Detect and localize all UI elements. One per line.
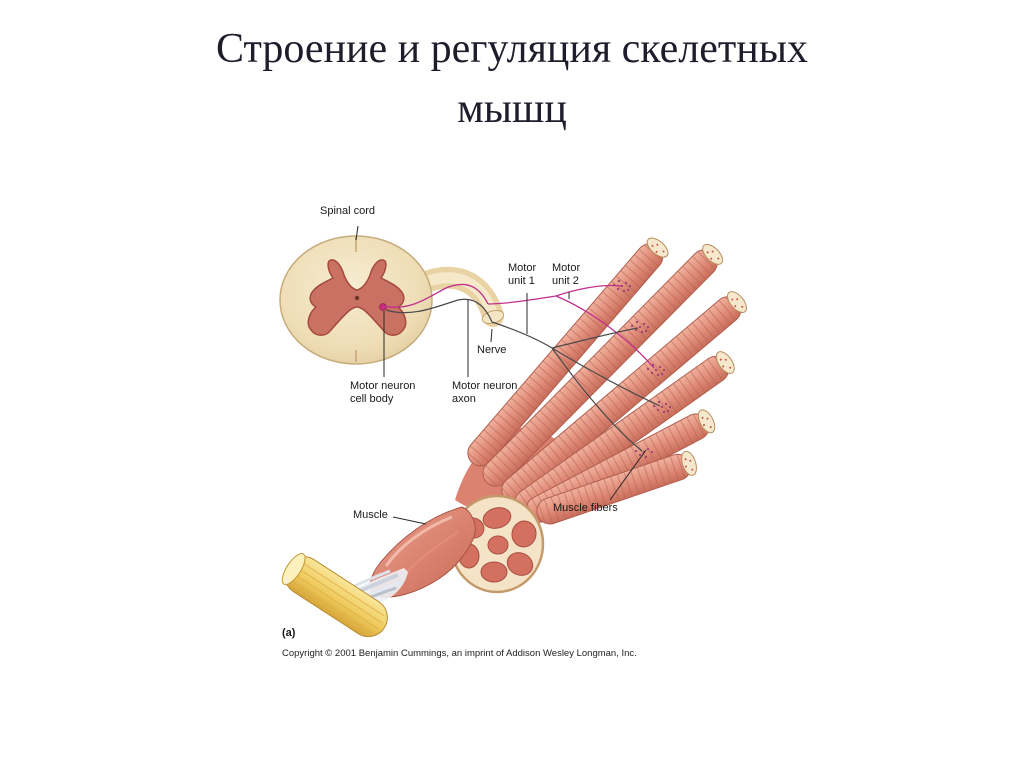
motor-axons: [383, 283, 661, 452]
motor-unit-1-axon: [385, 298, 661, 452]
bone-illustration: [281, 553, 388, 638]
label-muscle-fibers: Muscle fibers: [553, 502, 618, 514]
motor-neuron-cell-body-dot: [379, 303, 387, 311]
motor-end-plates: [612, 279, 672, 459]
slide-title: Строение и регуляция скелетных мышц: [0, 20, 1024, 139]
panel-letter: (a): [282, 627, 296, 639]
label-motor-unit-1: Motor unit 1: [508, 262, 537, 287]
spinal-cord-illustration: [279, 235, 433, 365]
label-nerve: Nerve: [477, 344, 507, 356]
label-motor-unit-2: Motor unit 2: [552, 262, 581, 287]
copyright-text: Copyright © 2001 Benjamin Cummings, an i…: [282, 648, 637, 659]
slide-title-line-1: Строение и регуляция скелетных: [216, 26, 808, 72]
label-pointer-lines: [355, 225, 647, 525]
label-motor-neuron-axon: Motor neuron axon: [452, 380, 518, 405]
label-spinal-cord: Spinal cord: [320, 205, 376, 217]
motor-unit-2-axon: [383, 283, 655, 369]
label-motor-neuron-cell-body: Motor neuron cell body: [350, 380, 416, 405]
label-muscle: Muscle: [353, 509, 388, 521]
muscle-fibers-illustration: [467, 237, 747, 525]
slide-title-line-2: мышц: [457, 85, 567, 132]
